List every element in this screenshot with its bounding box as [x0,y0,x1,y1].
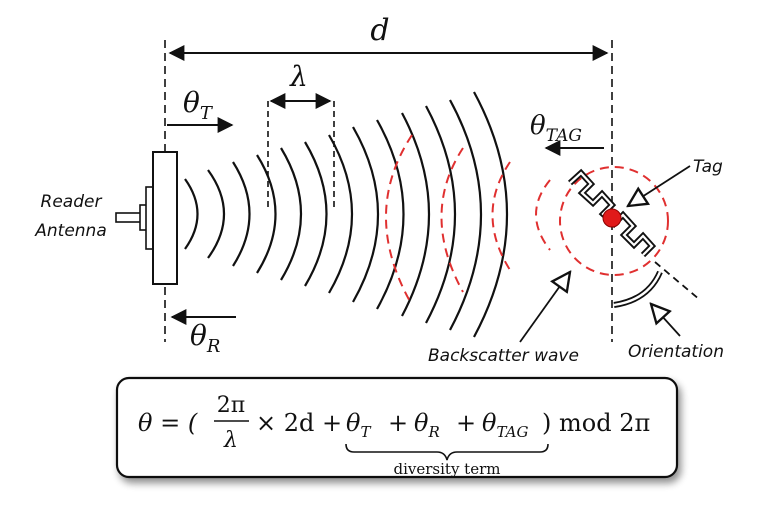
backscatter-pointer [519,272,570,343]
backscatter-label: Backscatter wave [428,346,579,366]
backscatter-arc-4 [535,179,551,251]
wave-arc-4 [256,154,277,274]
theta-r-label: θR [190,319,220,357]
reader-antenna-label-line1: Reader [41,192,103,212]
formula-term-tag: θTAG [482,409,528,441]
wave-arc-1 [184,178,199,250]
theta-t-label: θT [183,86,214,124]
tag-label: Tag [693,157,723,177]
wave-arc-7 [328,134,354,294]
formula-numerator: 2π [217,393,245,418]
transmitted-waves [184,91,508,338]
wave-arc-10 [401,112,430,317]
formula-lhs: θ = ( [138,409,198,437]
reader-antenna [115,151,178,285]
diversity-underbrace [345,443,549,461]
orientation-pointer [651,304,681,337]
orientation-label: Orientation [628,342,724,362]
wave-arc-2 [207,169,225,259]
wave-arc-12 [449,99,483,331]
formula-term-t: θT [346,409,371,441]
formula-rhs: ) mod 2π [542,409,650,437]
wave-arc-9 [376,119,405,310]
formula-denominator: λ [223,428,238,453]
wavelength-label: λ [289,60,308,93]
diversity-term-label: diversity term [394,460,501,478]
reader-antenna-label-line2: Antenna [34,221,107,241]
backscatter-arc-1 [385,134,413,306]
formula-middle: × 2d + [256,409,342,437]
wave-arc-6 [304,141,328,287]
wave-arc-8 [352,126,380,303]
distance-label: d [370,13,389,48]
wave-arc-11 [425,105,457,324]
formula-plus-1: + [388,409,408,437]
orientation-arc [613,270,663,308]
formula-plus-2: + [456,409,476,437]
orientation-line [654,261,701,301]
tag-pointer [628,165,691,206]
wave-arc-13 [473,91,508,338]
tag-chip [602,208,622,228]
wave-arc-3 [232,161,251,267]
theta-tag-label: θTAG [530,111,582,146]
wave-arc-5 [280,147,302,281]
backscatter-arc-2 [440,147,464,293]
tag-field-circle [559,166,669,276]
formula-box: θ = ( 2π λ × 2d + θT + θR + θTAG ) mod 2… [115,376,679,479]
formula-term-r: θR [414,409,440,441]
backscatter-waves [385,134,669,306]
